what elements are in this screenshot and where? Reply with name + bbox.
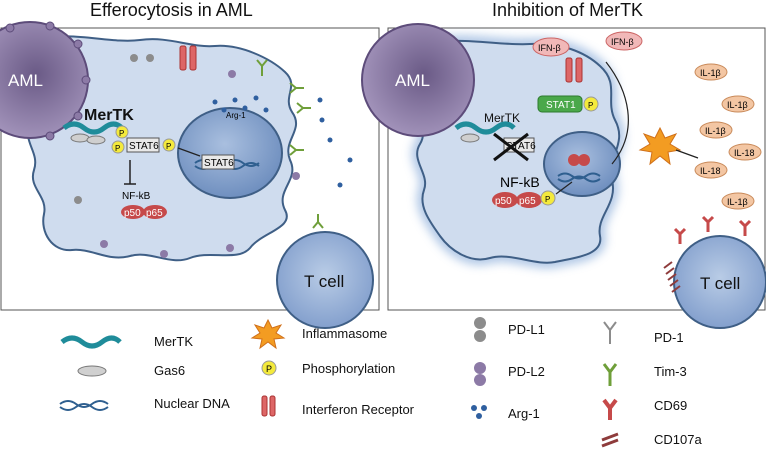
svg-text:STAT6: STAT6 [506,141,536,152]
left-t-cell [276,231,374,329]
left-tim3-markers [256,59,324,229]
left-interferon-receptor [179,45,197,71]
legend-tim3-label: Tim-3 [654,364,687,379]
ifnb-2 [605,31,643,51]
legend-mertk-icon [60,335,122,349]
right-aml-cell [361,23,475,137]
legend-cd69-label: CD69 [654,398,688,413]
legend-cd107a-label: CD107a [654,432,702,447]
legend-inflammasome-label: Inflammasome [302,326,388,341]
legend-cd69-icon [602,398,618,420]
svg-text:IFN-β: IFN-β [538,43,561,53]
svg-text:P: P [266,364,272,374]
left-mertk [62,121,124,135]
legend-pd1-label: PD-1 [654,330,684,345]
left-arg1-label: Arg-1 [226,111,246,120]
right-t-cell-label: T cell [700,274,740,293]
left-pdl1-markers [74,54,154,204]
legend-arg1-label: Arg-1 [508,406,540,421]
ifnb-1 [532,37,570,57]
left-macrophage [27,35,298,262]
stat1-box [537,95,583,113]
svg-text:IL-1β: IL-1β [727,100,748,110]
svg-text:p50: p50 [124,208,141,219]
left-nfkb-label: NF-kB [122,191,151,202]
svg-text:P: P [119,129,124,138]
svg-text:IL-1β: IL-1β [727,197,748,207]
legend-cd107a-icon [601,432,619,448]
right-nfkb-label: NF-kB [500,174,540,190]
legend-phospho-label: Phosphorylation [302,361,396,376]
legend-pdl1-label: PD-L1 [508,322,545,337]
legend-pd1-icon [603,321,617,344]
left-t-cell-label: T cell [304,272,344,291]
left-stat6-label: STAT6 [129,141,159,152]
svg-text:IL-1β: IL-1β [705,126,726,136]
phospho-2 [111,140,125,154]
svg-text:p65: p65 [519,196,536,207]
legend-dna-icon [59,400,109,411]
svg-text:P: P [545,195,550,204]
legend-pdl2-icon [474,362,486,386]
svg-text:IL-18: IL-18 [700,166,721,176]
phospho-1 [115,125,129,139]
right-interferon-receptor [565,57,583,83]
left-nucleus [177,107,283,199]
left-stat6-box [126,137,160,153]
right-aml-label: AML [395,71,430,90]
legend-tim3-icon [602,363,618,386]
left-arg1-dots [212,95,353,188]
inflammasome-star [638,126,682,166]
legend-pdl1-icon [474,317,486,342]
block-cross-2 [493,132,529,162]
right-cd69-markers [673,215,752,244]
left-panel-title: Efferocytosis in AML [90,0,253,20]
legend-pdl2-label: PD-L2 [508,364,545,379]
left-pdl2-markers [100,70,300,258]
legend-ifn-receptor-label: Interferon Receptor [302,402,415,417]
legend-gas6-icon [77,365,107,377]
svg-text:P: P [166,142,171,151]
left-aml-label: AML [8,71,43,90]
svg-text:IL-1β: IL-1β [700,68,721,78]
svg-text:IFN-β: IFN-β [611,37,634,47]
right-cd107a-markers [663,261,681,293]
right-mertk-label: MerTK [484,111,520,125]
il-cytokines: IL-1β IL-1β IL-1β IL-18 IL-18 IL-1β [694,63,762,210]
legend-ifn-receptor-icon [261,395,276,417]
right-mertk [454,121,516,135]
right-panel-title: Inhibition of MerTK [492,0,644,20]
legend-inflammasome-icon [250,318,286,350]
svg-text:P: P [115,144,120,153]
left-mertk-label: MerTK [84,107,134,124]
stat1-label: STAT1 [546,100,576,111]
legend-arg1-icon [471,405,487,419]
svg-text:STAT6: STAT6 [204,158,234,169]
ifnb-arrow [605,61,629,165]
legend-mertk-label: MerTK [154,334,193,349]
svg-text:IL-18: IL-18 [734,148,755,158]
svg-text:P: P [588,101,593,110]
legend-dna-label: Nuclear DNA [154,396,230,411]
legend-phospho-icon [261,360,277,376]
svg-text:p65: p65 [146,208,163,219]
legend-gas6-label: Gas6 [154,363,186,378]
svg-text:p50: p50 [495,196,512,207]
left-stat6-arrow [177,147,201,157]
